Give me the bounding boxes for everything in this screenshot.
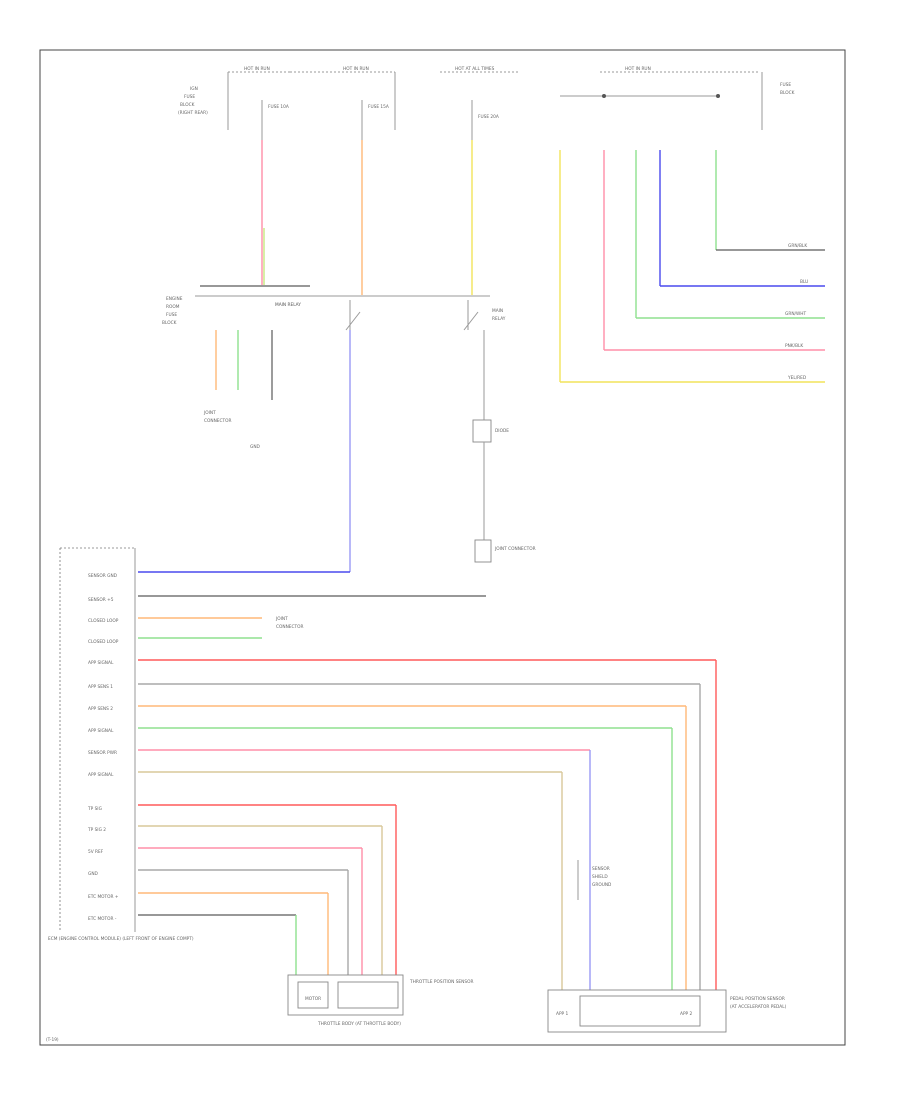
svg-text:JOINT: JOINT	[203, 410, 216, 416]
fuse-3: FUSE 20A	[471, 100, 499, 140]
svg-text:PNK/BLK: PNK/BLK	[785, 343, 803, 349]
svg-text:ETC MOTOR -: ETC MOTOR -	[88, 916, 117, 922]
svg-text:JOINT CONNECTOR: JOINT CONNECTOR	[494, 546, 536, 552]
svg-text:(AT ACCELERATOR PEDAL): (AT ACCELERATOR PEDAL)	[730, 1004, 787, 1010]
svg-text:BLOCK: BLOCK	[162, 320, 177, 326]
svg-text:CONNECTOR: CONNECTOR	[276, 624, 304, 630]
svg-text:APP SIGNAL: APP SIGNAL	[88, 660, 114, 666]
svg-text:APP SENS 2: APP SENS 2	[88, 706, 113, 712]
ecm-wires: JOINT CONNECTOR SENSOR SHIELD GROUND	[138, 571, 717, 990]
fuse-1: FUSE 10A	[261, 100, 289, 140]
svg-text:CONNECTOR: CONNECTOR	[204, 418, 232, 424]
svg-text:SHIELD: SHIELD	[592, 874, 608, 880]
upper-wires: GRN/BLK BLU GRN/WHT PNK/BLK YEL/RED	[261, 140, 825, 383]
power-label-4: HOT IN RUN	[625, 66, 651, 72]
svg-text:ENGINE: ENGINE	[166, 296, 183, 302]
svg-text:PEDAL POSITION SENSOR: PEDAL POSITION SENSOR	[730, 996, 785, 1002]
svg-text:5V REF: 5V REF	[88, 849, 104, 855]
svg-text:MOTOR: MOTOR	[305, 996, 321, 1002]
svg-text:BLOCK: BLOCK	[180, 102, 195, 108]
svg-text:DIODE: DIODE	[495, 428, 509, 434]
throttle-body: MOTOR THROTTLE POSITION SENSOR THROTTLE …	[287, 974, 473, 1027]
svg-text:FUSE 10A: FUSE 10A	[268, 104, 289, 110]
svg-text:APP SIGNAL: APP SIGNAL	[88, 728, 114, 734]
svg-text:TP SIG: TP SIG	[87, 806, 102, 812]
svg-text:RELAY: RELAY	[492, 316, 506, 322]
power-label-3: HOT AT ALL TIMES	[455, 66, 495, 72]
svg-text:TP SIG 2: TP SIG 2	[87, 827, 106, 833]
svg-text:ETC MOTOR +: ETC MOTOR +	[88, 894, 119, 900]
svg-text:SENSOR PWR: SENSOR PWR	[88, 750, 117, 756]
svg-text:ECM (ENGINE CONTROL MODULE) (L: ECM (ENGINE CONTROL MODULE) (LEFT FRONT …	[48, 936, 194, 942]
svg-text:APP 2: APP 2	[680, 1011, 692, 1017]
svg-text:ROOM: ROOM	[166, 304, 180, 310]
svg-text:THROTTLE BODY (AT THROTTLE BOD: THROTTLE BODY (AT THROTTLE BODY)	[317, 1021, 401, 1027]
svg-text:SENSOR +5: SENSOR +5	[88, 597, 114, 603]
svg-text:JOINT: JOINT	[275, 616, 288, 622]
svg-text:GND: GND	[250, 444, 261, 450]
svg-text:GROUND: GROUND	[592, 882, 612, 888]
fuse-2: FUSE 15A	[361, 100, 389, 140]
svg-text:APP SIGNAL: APP SIGNAL	[88, 772, 114, 778]
svg-text:SENSOR GND: SENSOR GND	[88, 573, 118, 579]
svg-text:CLOSED LOOP: CLOSED LOOP	[88, 639, 119, 645]
relay-area: MAIN RELAY ENGINE ROOM FUSE BLOCK JOINT …	[162, 285, 536, 572]
svg-text:FUSE: FUSE	[166, 312, 177, 318]
svg-text:GRN/BLK: GRN/BLK	[788, 243, 807, 249]
diagram-code: (T-19)	[46, 1037, 59, 1043]
svg-text:APP 1: APP 1	[556, 1011, 568, 1017]
svg-text:(RIGHT REAR): (RIGHT REAR)	[178, 110, 208, 116]
svg-text:BLU: BLU	[800, 279, 808, 285]
svg-text:MAIN: MAIN	[492, 308, 503, 314]
power-label-1: HOT IN RUN	[244, 66, 270, 72]
ecm-block: SENSOR GND SENSOR +5 CLOSED LOOP CLOSED …	[48, 547, 194, 942]
svg-text:THROTTLE POSITION SENSOR: THROTTLE POSITION SENSOR	[409, 979, 473, 985]
svg-text:FUSE: FUSE	[780, 82, 791, 88]
svg-text:CLOSED LOOP: CLOSED LOOP	[88, 618, 119, 624]
svg-text:SENSOR: SENSOR	[592, 866, 610, 872]
power-label-2: HOT IN RUN	[343, 66, 369, 72]
svg-text:FUSE 20A: FUSE 20A	[478, 114, 499, 120]
svg-text:BLOCK: BLOCK	[780, 90, 795, 96]
svg-text:GND: GND	[88, 871, 99, 877]
pedal-sensor: APP 1 APP 2 PEDAL POSITION SENSOR (AT AC…	[547, 989, 787, 1033]
svg-text:FUSE: FUSE	[184, 94, 195, 100]
svg-text:FUSE 15A: FUSE 15A	[368, 104, 389, 110]
diagram-frame	[39, 49, 846, 1046]
svg-text:GRN/WHT: GRN/WHT	[785, 311, 806, 317]
svg-text:MAIN RELAY: MAIN RELAY	[275, 302, 301, 308]
power-source-group: HOT IN RUN IGN FUSE BLOCK (RIGHT REAR) H…	[178, 66, 795, 140]
svg-text:APP SENS 1: APP SENS 1	[88, 684, 113, 690]
svg-text:IGN: IGN	[190, 86, 198, 92]
svg-text:YEL/RED: YEL/RED	[787, 375, 807, 381]
